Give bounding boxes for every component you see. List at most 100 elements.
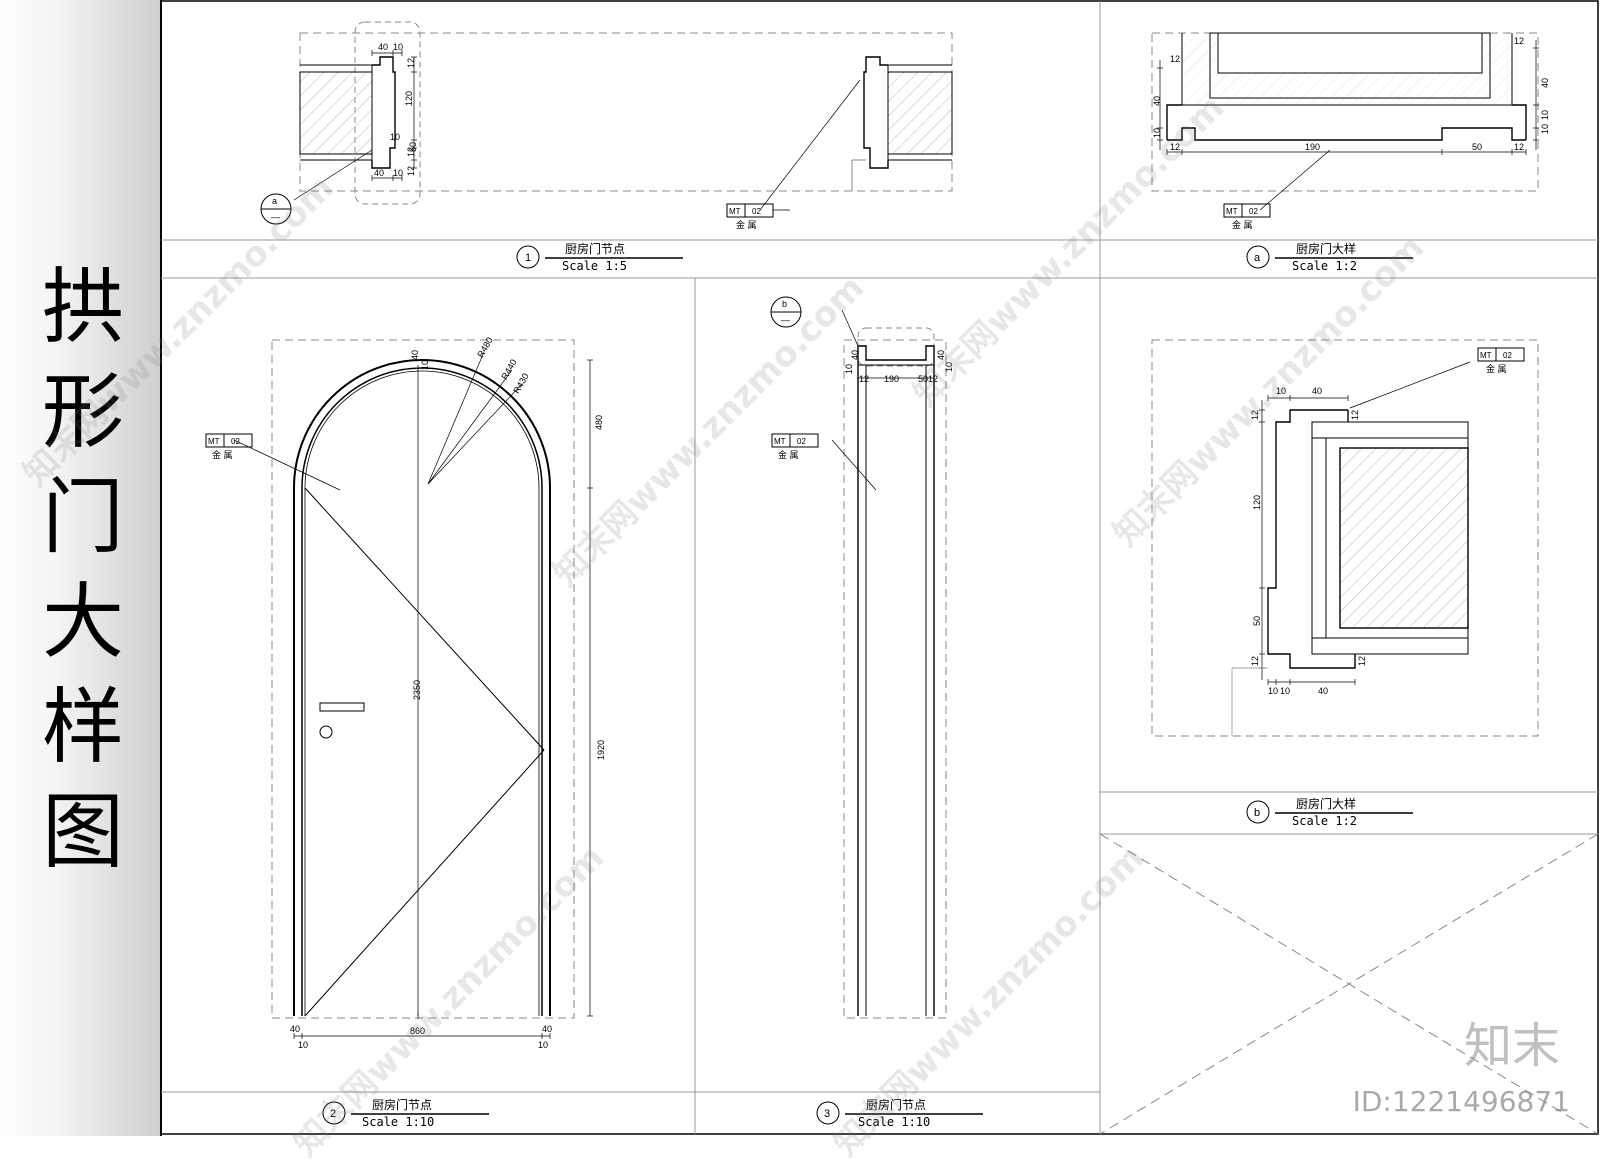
dim-text: 12 [1514, 142, 1524, 152]
dim-text: 40 [850, 350, 860, 360]
watermark-logo: 知末 [1463, 1018, 1560, 1074]
svg-text:1: 1 [525, 252, 531, 264]
material-tag: MT 02 金 属 [1477, 347, 1525, 374]
callout-b: b — [770, 296, 802, 328]
svg-text:Scale 1:10: Scale 1:10 [858, 1115, 930, 1129]
dim-text: 12 [406, 166, 416, 176]
svg-text:厨房门大样: 厨房门大样 [1296, 796, 1356, 811]
dim-text: 12 [406, 147, 416, 157]
panel-title-a: a 厨房门大样 Scale 1:2 [1246, 241, 1413, 273]
svg-text:02: 02 [752, 207, 761, 216]
dim-text: 50 [1252, 616, 1262, 626]
panel-a-detail: 12 40 10 12 190 50 12 12 40 10 10 12 MT … [1151, 32, 1550, 273]
svg-text:Scale 1:2: Scale 1:2 [1292, 814, 1357, 828]
svg-text:MT: MT [1226, 207, 1238, 216]
svg-text:02: 02 [1249, 207, 1258, 216]
svg-text:02: 02 [231, 437, 240, 446]
dim-text: 860 [410, 1026, 425, 1036]
dim-text: 40 [410, 350, 420, 360]
dim-text: 40 [378, 42, 388, 52]
dim-text: 10 [944, 362, 954, 372]
dim-text: 12 [1250, 410, 1260, 420]
dim-text: 190 [884, 374, 899, 384]
material-tag: MT 02 金 属 [1223, 203, 1271, 230]
watermark-id: ID:1221496871 [1352, 1085, 1570, 1118]
callout-a: a — [260, 193, 292, 225]
svg-text:3: 3 [824, 1108, 830, 1120]
panel-title-1: 1 厨房门节点 Scale 1:5 [516, 241, 683, 273]
svg-text:Scale 1:10: Scale 1:10 [362, 1115, 434, 1129]
dim-text: 50 [918, 374, 928, 384]
dim-text: 12 [1514, 36, 1524, 46]
dim-text: 480 [594, 415, 604, 430]
sheet-title: 拱形门大样图 [41, 260, 124, 880]
dim-text: 12 [859, 374, 869, 384]
dim-text: R480 [475, 336, 494, 360]
material-tag: MT 02 金 属 [205, 433, 253, 460]
dim-text: R440 [499, 358, 518, 382]
dim-text: 2350 [412, 680, 422, 700]
dim-text: 40 [374, 168, 384, 178]
material-tag: MT 02 金 属 [771, 433, 819, 460]
panel-title-2: 2 厨房门节点 Scale 1:10 [322, 1097, 489, 1129]
drawing-sheet: 40 10 12 120 10 12 50 40 10 12 a — MT 02… [160, 0, 1599, 1135]
svg-text:金 属: 金 属 [1232, 219, 1253, 230]
dim-text: 10 [1268, 686, 1278, 696]
dim-text: 190 [1305, 142, 1320, 152]
dim-text: 10 [420, 360, 430, 370]
dim-text: 50 [1472, 142, 1482, 152]
dim-text: 12 [1250, 656, 1260, 666]
dim-text: 10 [844, 364, 854, 374]
svg-text:金 属: 金 属 [1486, 363, 1507, 374]
dim-text: 10 [538, 1040, 548, 1050]
dim-text: 40 [1540, 78, 1550, 88]
dim-text: 10 [1540, 110, 1550, 120]
dim-text: 12 [406, 58, 416, 68]
svg-text:02: 02 [797, 437, 806, 446]
dim-text: 120 [404, 91, 414, 106]
dim-text: 40 [936, 350, 946, 360]
dim-text: 12 [1170, 54, 1180, 64]
svg-text:—: — [781, 315, 790, 325]
dim-text: 40 [1152, 96, 1162, 106]
dim-text: 40 [1318, 686, 1328, 696]
material-tag: MT 02 金 属 [726, 203, 790, 230]
dim-text: 10 [1276, 386, 1286, 396]
svg-text:—: — [271, 212, 280, 222]
svg-text:MT: MT [729, 207, 741, 216]
panel-title-b: b 厨房门大样 Scale 1:2 [1246, 796, 1413, 828]
dim-text: 12 [1357, 656, 1367, 666]
dim-text: 40 [1312, 386, 1322, 396]
dim-text: 10 [393, 42, 403, 52]
dim-text: 10 [390, 132, 400, 142]
dim-text: 12 [1170, 142, 1180, 152]
dim-text: R430 [511, 372, 530, 396]
dim-text: 40 [542, 1024, 552, 1034]
dim-text: 12 [1350, 410, 1360, 420]
sheet-frame [160, 0, 1599, 1135]
svg-text:厨房门节点: 厨房门节点 [372, 1097, 432, 1112]
dim-text: 120 [1252, 495, 1262, 510]
svg-text:a: a [272, 196, 277, 206]
dim-text: 1920 [596, 740, 606, 760]
svg-text:厨房门节点: 厨房门节点 [565, 241, 625, 256]
dim-text: 40 [290, 1024, 300, 1034]
panel-1-plan-node: 40 10 12 120 10 12 50 40 10 12 a — MT 02… [260, 21, 953, 273]
dim-text: 10 [1152, 128, 1162, 138]
svg-text:MT: MT [774, 437, 786, 446]
panel-2-door-elevation: R480 R440 R430 40 10 480 1920 2350 40 10… [205, 336, 606, 1129]
dim-text: 10 [1280, 686, 1290, 696]
svg-text:Scale 1:5: Scale 1:5 [562, 259, 627, 273]
svg-text:Scale 1:2: Scale 1:2 [1292, 259, 1357, 273]
dim-text: 12 [928, 374, 938, 384]
svg-text:b: b [782, 299, 787, 309]
svg-text:金 属: 金 属 [212, 449, 233, 460]
panel-3-door-section: 10 40 12 190 50 12 40 10 b — MT 02 金 属 3… [770, 296, 983, 1129]
svg-text:b: b [1254, 807, 1260, 819]
svg-text:厨房门大样: 厨房门大样 [1296, 241, 1356, 256]
svg-text:MT: MT [1480, 351, 1492, 360]
dim-text: 50 [408, 142, 418, 152]
panel-b-detail: 10 40 12 12 120 50 12 10 10 40 12 MT 02 … [1151, 339, 1539, 828]
svg-text:02: 02 [1503, 351, 1512, 360]
svg-text:厨房门节点: 厨房门节点 [866, 1097, 926, 1112]
